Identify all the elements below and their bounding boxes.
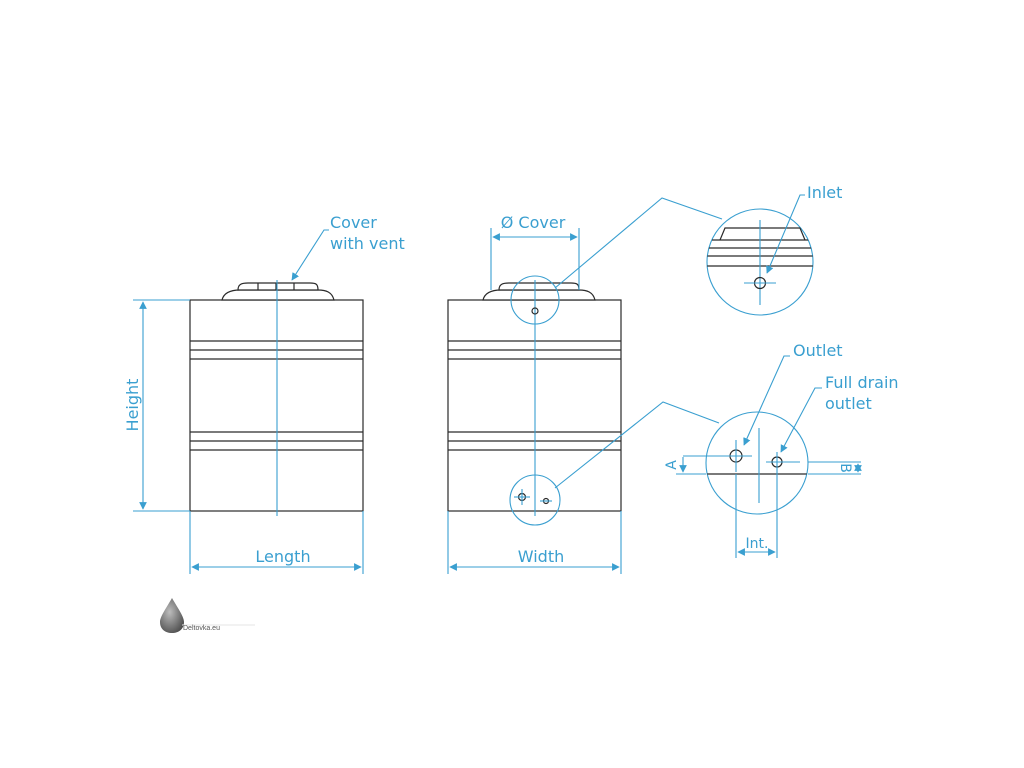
outlet-label: Outlet — [793, 341, 843, 360]
water-drop-icon — [160, 598, 184, 633]
dim-a-label: A — [664, 460, 680, 470]
width-label: Width — [518, 547, 564, 566]
cover-shape — [482, 282, 596, 301]
height-label: Height — [123, 379, 142, 432]
deltovka-logo: Deltovka.eu — [160, 598, 255, 633]
length-label: Length — [255, 547, 310, 566]
cover-with-vent-shape — [221, 282, 335, 301]
outlet-detail: Outlet Full drain outlet A B Int. — [664, 341, 899, 558]
outlet-detail-circle — [509, 474, 561, 526]
logo-text: Deltovka.eu — [183, 625, 220, 632]
tank-side-view: Height Length Cover with vent — [123, 213, 405, 574]
cover-diameter-label: Ø Cover — [501, 213, 566, 232]
cover-with-vent-label-line2: with vent — [330, 234, 405, 253]
full-drain-label-line2: outlet — [825, 394, 872, 413]
tank-front-view: Ø Cover Width — [447, 197, 723, 574]
inlet-label: Inlet — [807, 183, 842, 202]
interval-label: Int. — [746, 536, 769, 552]
cover-with-vent-label-line1: Cover — [330, 213, 377, 232]
inlet-detail-circle — [510, 275, 560, 325]
full-drain-label-line1: Full drain — [825, 373, 899, 392]
dim-b-label: B — [837, 463, 853, 473]
inlet-detail: Inlet — [706, 183, 842, 316]
inlet-hole — [531, 307, 539, 315]
